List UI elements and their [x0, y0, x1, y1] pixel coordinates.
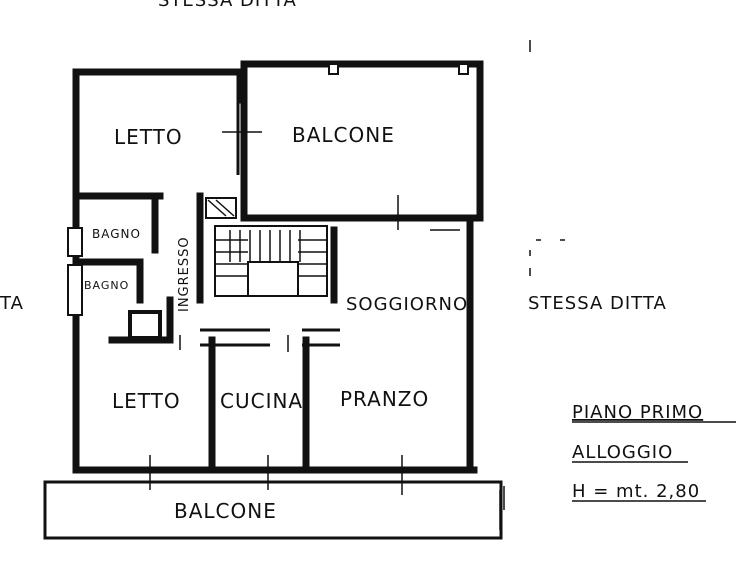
room-label-letto-bottom: LETTO — [112, 389, 181, 413]
room-label-balcone-bottom: BALCONE — [174, 499, 277, 523]
room-label-balcone-top: BALCONE — [292, 123, 395, 147]
legend-floor: PIANO PRIMO — [572, 402, 703, 423]
pillar-marker-1 — [328, 63, 339, 75]
interior-walls — [76, 100, 470, 472]
room-label-soggiorno: SOGGIORNO — [346, 294, 468, 315]
pillar-marker-2 — [458, 63, 469, 75]
left-label: TA — [0, 293, 24, 314]
staircase — [214, 225, 328, 297]
room-label-letto-top: LETTO — [114, 125, 183, 149]
dotted-boundary-marks — [529, 40, 565, 276]
duct-hatch — [205, 197, 237, 219]
exterior-walls — [67, 60, 484, 474]
legend-height: H = mt. 2,80 — [572, 481, 700, 502]
boiler-box — [128, 310, 162, 340]
right-label: STESSA DITTA — [528, 293, 667, 314]
room-label-bagno-1: BAGNO — [92, 227, 141, 241]
room-label-ingresso: INGRESSO — [177, 236, 192, 312]
room-label-bagno-2: BAGNO — [84, 279, 129, 292]
legend-unit: ALLOGGIO — [572, 442, 673, 463]
room-label-cucina: CUCINA — [220, 389, 303, 413]
room-label-pranzo: PRANZO — [340, 387, 429, 411]
opening-marks — [149, 131, 460, 495]
top-label: STESSA DITTA — [158, 0, 297, 11]
balcony-bottom-outline — [43, 480, 503, 540]
